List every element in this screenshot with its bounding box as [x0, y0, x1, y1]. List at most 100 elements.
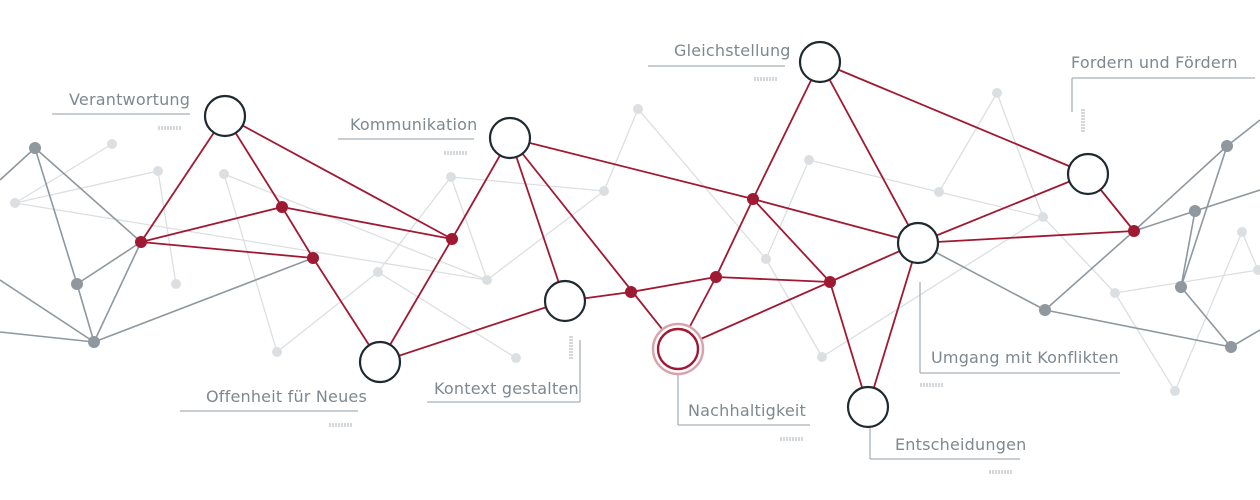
gray-edge: [93, 257, 314, 343]
label-fordern: Fordern und Fördern: [1071, 53, 1238, 72]
competency-edge: [819, 61, 919, 244]
node-fordern: [1066, 152, 1110, 196]
light-edge: [1174, 231, 1243, 392]
light-node: [219, 169, 229, 179]
light-edge: [223, 173, 488, 281]
competency-edge: [379, 300, 566, 363]
gray-node: [1039, 304, 1051, 316]
light-node: [599, 186, 609, 196]
gray-edge: [1180, 286, 1232, 348]
node-umgang: [896, 221, 940, 265]
light-edge: [765, 159, 810, 260]
gray-edge: [1133, 210, 1196, 232]
junction-node: [710, 271, 722, 283]
gray-edge: [1226, 119, 1260, 147]
competency-edge: [829, 281, 869, 408]
light-edge: [938, 92, 998, 193]
competency-edge: [509, 137, 679, 350]
light-node: [107, 139, 117, 149]
gray-edge: [0, 331, 95, 343]
node-verantwortung: [203, 94, 247, 138]
competency-edge: [509, 137, 754, 200]
gray-node: [1225, 341, 1237, 353]
light-node: [153, 166, 163, 176]
light-edge: [938, 191, 1044, 218]
light-node: [446, 172, 456, 182]
gray-edge: [1044, 230, 1135, 311]
light-node: [10, 198, 20, 208]
light-edge: [1114, 269, 1259, 294]
junction-node: [135, 236, 147, 248]
competency-edge: [281, 206, 314, 259]
light-edge: [157, 170, 177, 285]
gray-node: [1189, 205, 1201, 217]
label-entscheidungen: Entscheidungen: [895, 435, 1027, 454]
light-node: [1110, 288, 1120, 298]
junction-node: [307, 252, 319, 264]
light-node: [934, 187, 944, 197]
light-node: [171, 279, 181, 289]
light-node: [804, 155, 814, 165]
node-entscheidungen: [846, 385, 890, 429]
competency-edge: [140, 115, 226, 243]
light-node: [1253, 265, 1260, 275]
light-edge: [377, 176, 452, 273]
node-gleichstellung: [798, 40, 842, 84]
node-kommunikation: [488, 116, 532, 160]
gray-edge: [1133, 145, 1228, 232]
gray-edge: [917, 242, 1046, 311]
label-offenheit: Offenheit für Neues: [206, 387, 368, 406]
gray-node: [71, 278, 83, 290]
competency-edge: [917, 230, 1135, 244]
gray-edge: [34, 147, 142, 243]
label-verantwortung: Verantwortung: [69, 90, 191, 109]
junction-node: [276, 201, 288, 213]
competency-edge: [630, 276, 717, 293]
gray-node: [1221, 140, 1233, 152]
label-kommunikation: Kommunikation: [350, 115, 478, 134]
light-edge: [223, 173, 278, 353]
label-kontext: Kontext gestalten: [434, 379, 579, 398]
light-node: [482, 275, 492, 285]
gray-edge: [0, 279, 95, 343]
label-umgang: Umgang mit Konflikten: [931, 348, 1119, 367]
gray-edge: [1180, 210, 1196, 288]
gray-edge: [93, 241, 142, 343]
junction-node: [1128, 225, 1140, 237]
competency-edge: [224, 115, 453, 240]
competency-edge: [867, 242, 919, 408]
light-edge: [1042, 216, 1116, 294]
gray-node: [88, 336, 100, 348]
junction-node: [747, 193, 759, 205]
competency-edge: [677, 242, 919, 350]
gray-edge: [0, 147, 36, 181]
gray-edge: [1044, 309, 1232, 348]
light-node: [1237, 227, 1247, 237]
competency-edge: [509, 137, 566, 302]
gray-edge: [76, 241, 142, 285]
light-edge: [450, 176, 488, 281]
competency-edge: [281, 206, 453, 240]
light-edge: [603, 108, 639, 192]
competency-edge: [379, 238, 453, 363]
competency-edge: [917, 173, 1089, 244]
gray-node: [29, 142, 41, 154]
competency-edge: [752, 198, 919, 244]
light-edge: [637, 108, 767, 260]
light-edge: [377, 271, 517, 359]
competency-edge: [752, 198, 831, 283]
competency-edge: [715, 276, 831, 283]
gray-edge: [1194, 189, 1260, 212]
light-node: [272, 347, 282, 357]
light-edge: [14, 170, 159, 204]
light-edge: [276, 271, 379, 353]
light-node: [511, 353, 521, 363]
light-edge: [14, 202, 488, 281]
competency-edge: [752, 61, 821, 200]
node-nachhaltigkeit: [656, 327, 700, 371]
competency-edge: [140, 241, 314, 259]
label-nachhaltigkeit: Nachhaltigkeit: [688, 401, 807, 420]
junction-node: [824, 276, 836, 288]
